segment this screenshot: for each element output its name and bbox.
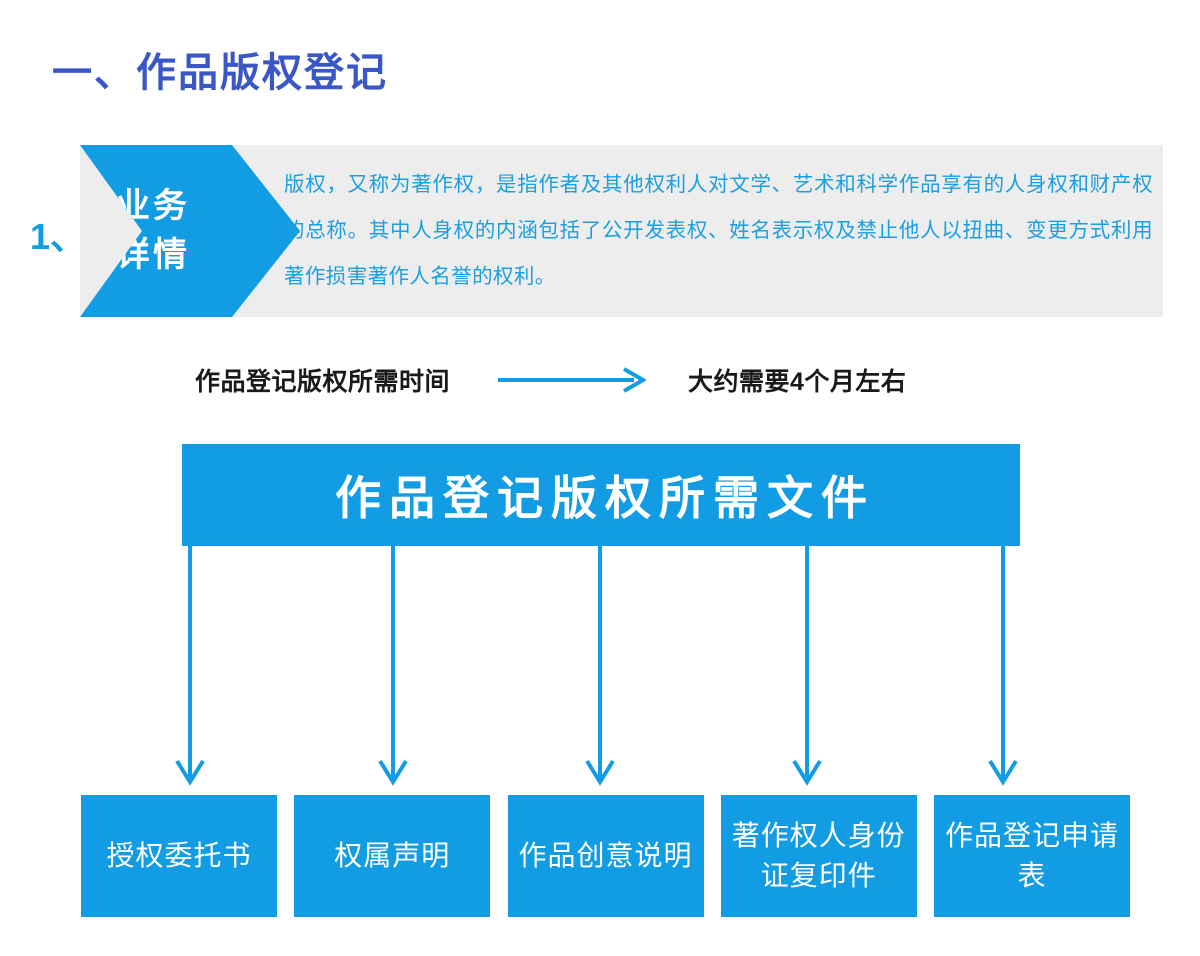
duration-row: 作品登记版权所需时间 大约需要4个月左右 xyxy=(195,360,1015,400)
required-documents-banner: 作品登记版权所需文件 xyxy=(182,444,1020,546)
connector-arrowhead-2 xyxy=(378,759,408,786)
document-box-3[interactable]: 作品创意说明 xyxy=(507,795,704,917)
document-box-1[interactable]: 授权委托书 xyxy=(81,795,277,917)
document-box-4[interactable]: 著作权人身份证复印件 xyxy=(720,795,917,917)
page-title: 一、作品版权登记 xyxy=(52,51,388,95)
section-index-label: 1、 xyxy=(30,216,87,257)
duration-label: 作品登记版权所需时间 xyxy=(195,368,451,396)
connector-arrowhead-4 xyxy=(792,759,822,786)
document-box-1-label: 授权委托书 xyxy=(106,840,252,872)
connector-arrowhead-5 xyxy=(988,759,1018,786)
right-arrow-icon xyxy=(498,367,647,393)
document-box-2-label: 权属声明 xyxy=(334,840,451,872)
duration-value: 大约需要4个月左右 xyxy=(688,368,907,396)
connector-arrowhead-3 xyxy=(585,759,615,786)
document-box-5[interactable]: 作品登记申请表 xyxy=(934,795,1130,917)
document-box-5-label: 作品登记申请表 xyxy=(944,820,1119,891)
connector-arrowhead-1 xyxy=(175,759,205,786)
required-documents-banner-label: 作品登记版权所需文件 xyxy=(335,472,875,524)
required-documents-list: 授权委托书 权属声明 作品创意说明 著作权人身份证复印件 作品登记申请表 xyxy=(81,795,1130,917)
document-box-3-label: 作品创意说明 xyxy=(518,840,693,872)
business-details-text-container: 版权，又称为著作权，是指作者及其他权利人对文学、艺术和科学作品享有的人身权和财产… xyxy=(284,145,1153,317)
document-box-4-label: 著作权人身份证复印件 xyxy=(731,820,906,891)
document-box-2[interactable]: 权属声明 xyxy=(294,795,491,917)
business-details-body: 版权，又称为著作权，是指作者及其他权利人对文学、艺术和科学作品享有的人身权和财产… xyxy=(284,173,1153,288)
business-details-panel: 业务 详情 版权，又称为著作权，是指作者及其他权利人对文学、艺术和科学作品享有的… xyxy=(80,145,1163,317)
